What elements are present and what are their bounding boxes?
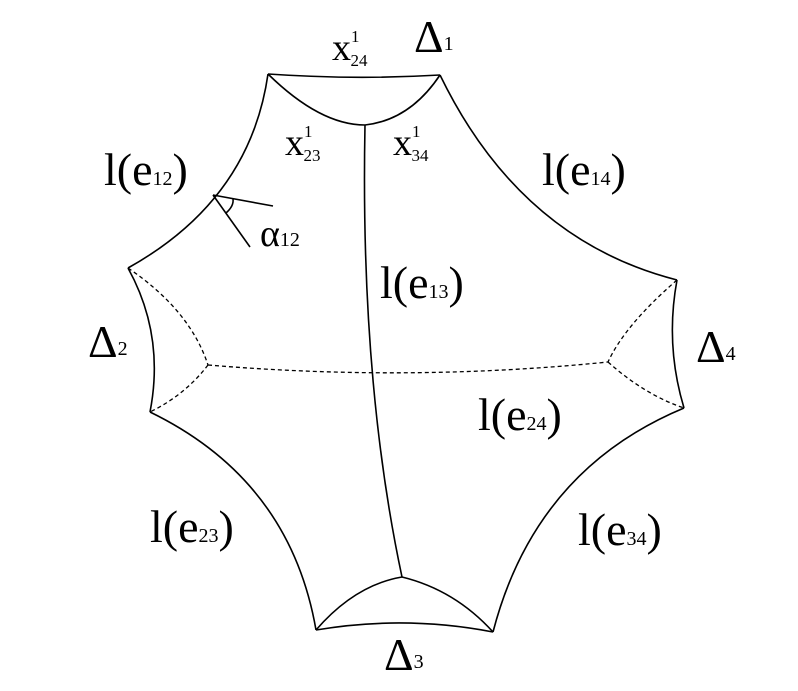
- edge-label-e24: l(e24): [478, 389, 562, 440]
- top-triangle-right: [364, 74, 441, 126]
- vertex-label-d3: Δ3: [384, 629, 424, 680]
- edge-lower-left: [149, 411, 317, 631]
- edge-lower-right: [492, 407, 685, 633]
- angle-arc: [225, 198, 234, 214]
- edge-label-e12: l(e12): [104, 144, 188, 195]
- bottom-triangle-left: [315, 576, 403, 631]
- edge-label-e23: l(e23): [150, 501, 234, 552]
- top-triangle-left: [267, 73, 366, 126]
- edge-left: [127, 267, 156, 413]
- edge-label-e34: l(e34): [578, 504, 662, 555]
- dashed-left-lower: [149, 364, 209, 413]
- edge-label-e14: l(e14): [542, 144, 626, 195]
- edge-bottom: [315, 622, 494, 633]
- angle-label-alpha12: α12: [260, 213, 300, 255]
- vertex-label-d4: Δ4: [696, 321, 736, 372]
- edge-upper-right: [439, 74, 678, 281]
- angle-ray-2: [212, 194, 251, 248]
- dashed-right-lower: [607, 361, 685, 409]
- bottom-triangle-right: [401, 576, 494, 633]
- edge-upper-left: [127, 73, 269, 269]
- vertex-label-d2: Δ2: [88, 316, 128, 367]
- dashed-right-upper: [607, 279, 678, 363]
- dashed-e24-curve: [207, 361, 609, 374]
- edge-e13-curve: [363, 124, 403, 578]
- angle-ray-1: [212, 194, 274, 207]
- edge-label-e13: l(e13): [380, 257, 464, 308]
- edge-right: [671, 279, 685, 409]
- vertex-label-d1: Δ1: [414, 11, 454, 62]
- dashed-left-upper: [127, 267, 209, 366]
- edge-top: [267, 73, 441, 79]
